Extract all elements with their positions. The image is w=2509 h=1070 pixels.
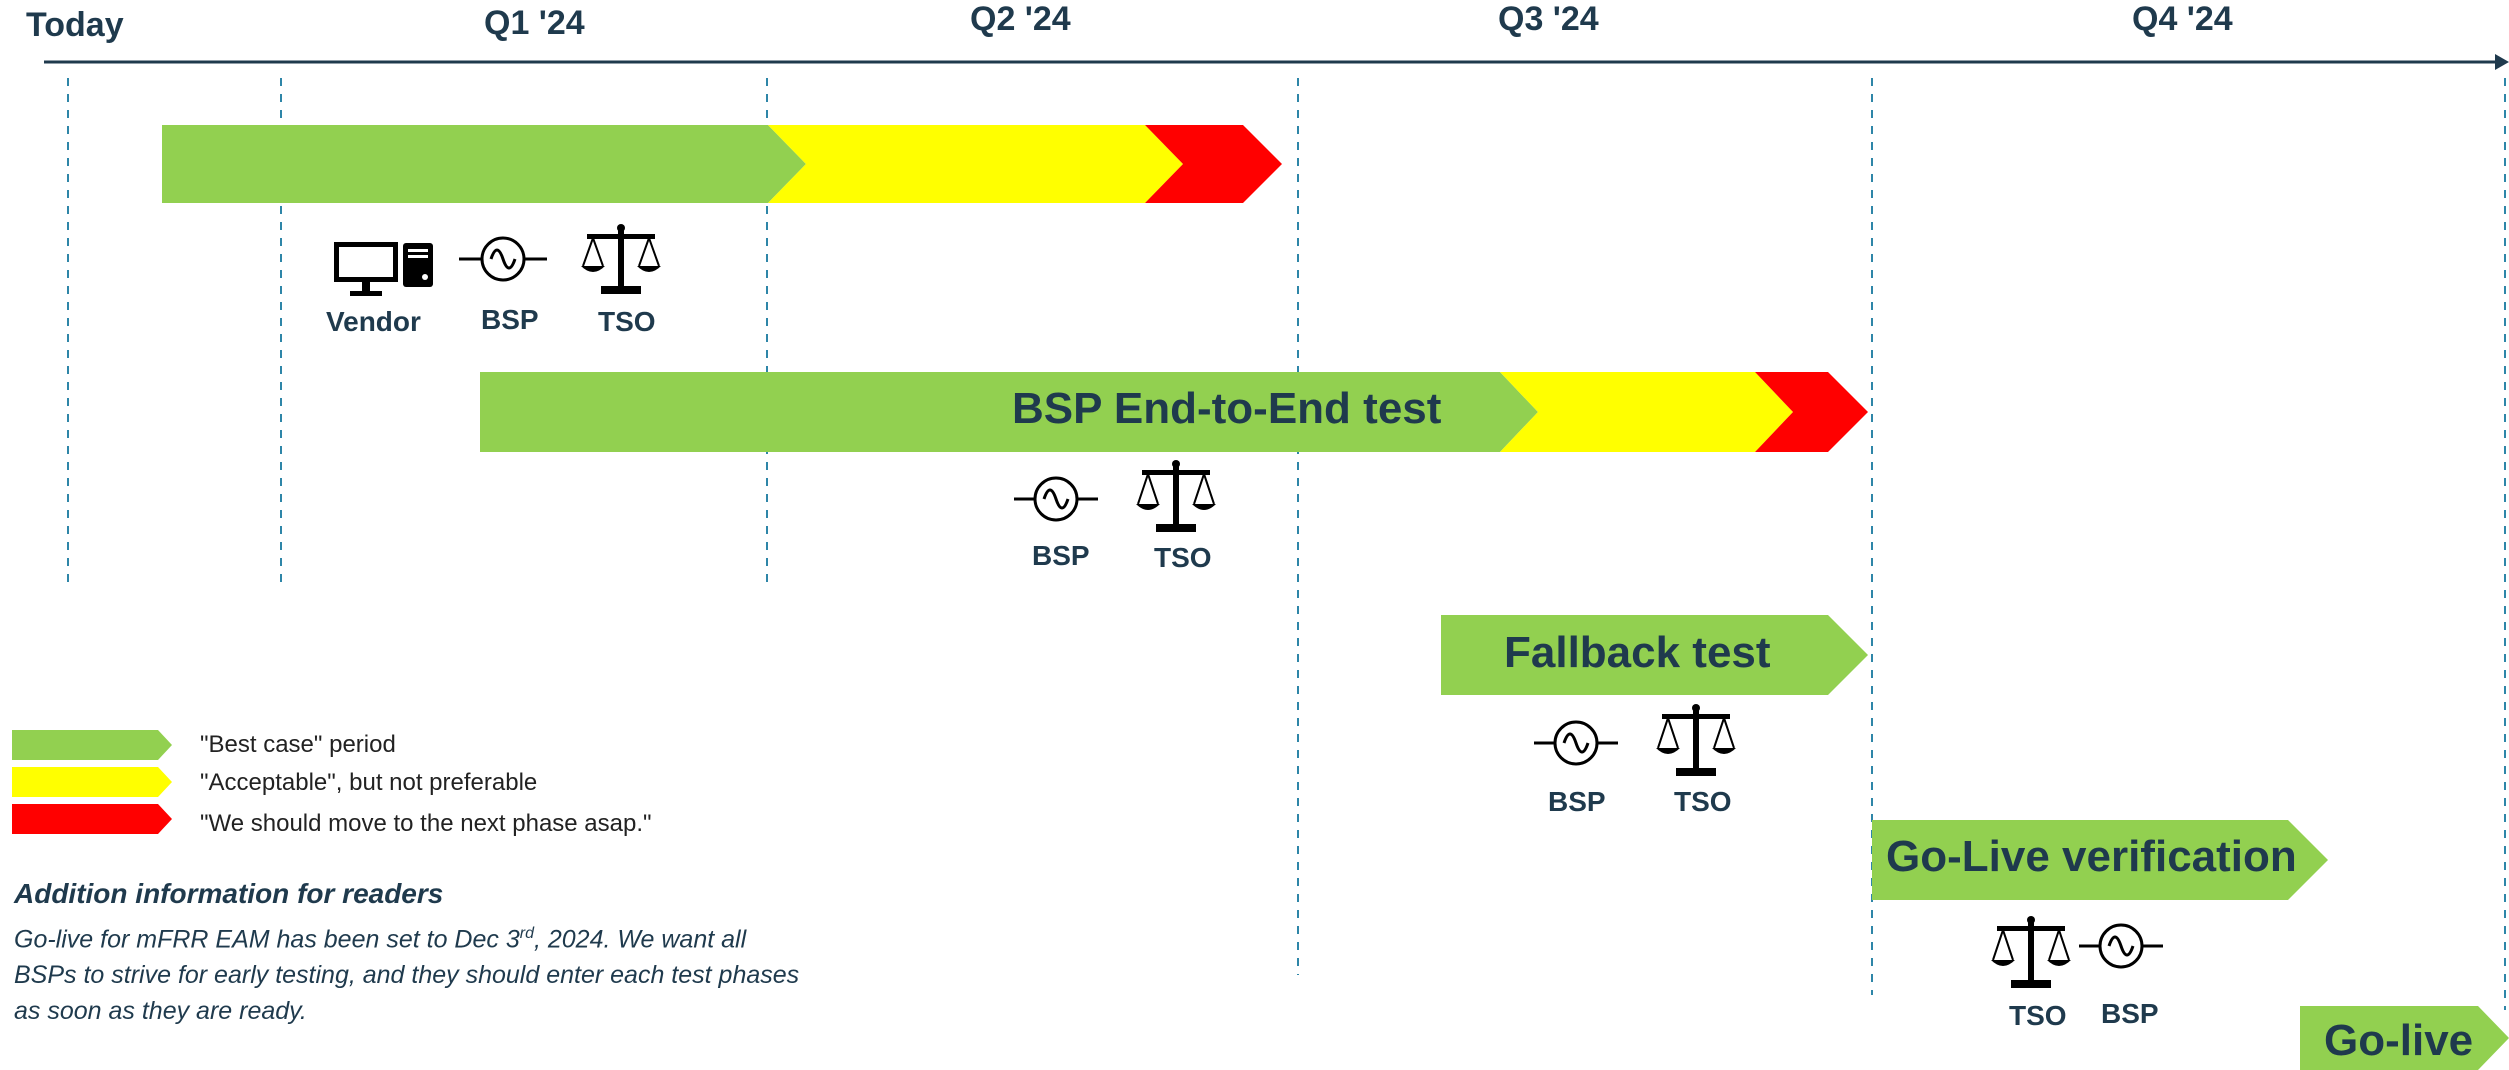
bar-segment-acceptable <box>768 125 1183 203</box>
sine-wave-icon <box>1534 720 1618 766</box>
legend-label-acceptable: "Acceptable", but not preferable <box>200 769 538 796</box>
legend-swatch-best-case <box>12 730 172 760</box>
scales-icon <box>581 224 661 294</box>
quarter-label-q3: Q3 '24 <box>1498 0 1599 38</box>
today-label: Today <box>26 6 124 44</box>
legend-swatch-move-on <box>12 804 172 834</box>
phase-fallback-test-bar <box>1441 615 1868 695</box>
info-box: Addition information for readers Go-live… <box>14 878 814 1029</box>
scales-icon <box>1991 916 2071 988</box>
phase-vendor-test-bar <box>162 125 1282 203</box>
info-title: Addition information for readers <box>14 878 444 909</box>
phase-title-golive: Go-live <box>2324 1016 2474 1065</box>
quarter-label-q4: Q4 '24 <box>2132 0 2233 38</box>
info-body-sup: rd <box>519 925 534 942</box>
phase-golive-bar <box>2300 1006 2509 1070</box>
info-body-part2: , 2024. We want all BSPs to strive for e… <box>14 925 800 1026</box>
bar-segment-acceptable <box>1500 372 1793 452</box>
role-label-tso: TSO <box>1674 786 1732 817</box>
sine-wave-icon <box>1014 476 1098 522</box>
role-label-bsp: BSP <box>2101 998 2159 1029</box>
phase-title-golive-verification: Go-Live verification <box>1886 832 2297 881</box>
role-label-bsp: BSP <box>481 304 539 335</box>
bar-segment-best-case <box>480 372 1538 452</box>
legend-swatch-acceptable <box>12 767 172 797</box>
computer-tower-icon <box>403 243 433 287</box>
quarter-label-q1: Q1 '24 <box>484 4 585 42</box>
role-label-tso: TSO <box>598 306 656 337</box>
role-label-bsp: BSP <box>1548 786 1606 817</box>
legend-label-best-case: "Best case" period <box>200 731 396 758</box>
bar-segment-best-case <box>162 125 806 203</box>
phase-title-e2e: BSP End-to-End test <box>1012 384 1442 433</box>
sine-wave-icon <box>459 236 547 282</box>
bar-segment-move-on <box>1755 372 1868 452</box>
phase-golive-verification-bar <box>1872 820 2328 900</box>
monitor-icon <box>334 242 398 296</box>
role-label-bsp: BSP <box>1032 540 1090 571</box>
scales-icon <box>1136 460 1216 532</box>
phase-e2e-test-bar <box>480 372 1868 452</box>
bar-segment-move-on <box>1145 125 1282 203</box>
info-body: Go-live for mFRR EAM has been set to Dec… <box>14 916 814 1029</box>
quarter-label-q2: Q2 '24 <box>970 0 1071 38</box>
role-label-tso: TSO <box>2009 1000 2067 1031</box>
role-label-tso: TSO <box>1154 542 1212 573</box>
legend-label-move-on: "We should move to the next phase asap." <box>200 810 652 837</box>
role-label-vendor: Vendor <box>326 306 421 337</box>
axis-arrow-head <box>2495 54 2509 70</box>
sine-wave-icon <box>2079 923 2163 969</box>
scales-icon <box>1656 704 1736 776</box>
phase-title-fallback: Fallback test <box>1504 628 1771 677</box>
info-body-part1: Go-live for mFRR EAM has been set to Dec… <box>14 925 520 954</box>
